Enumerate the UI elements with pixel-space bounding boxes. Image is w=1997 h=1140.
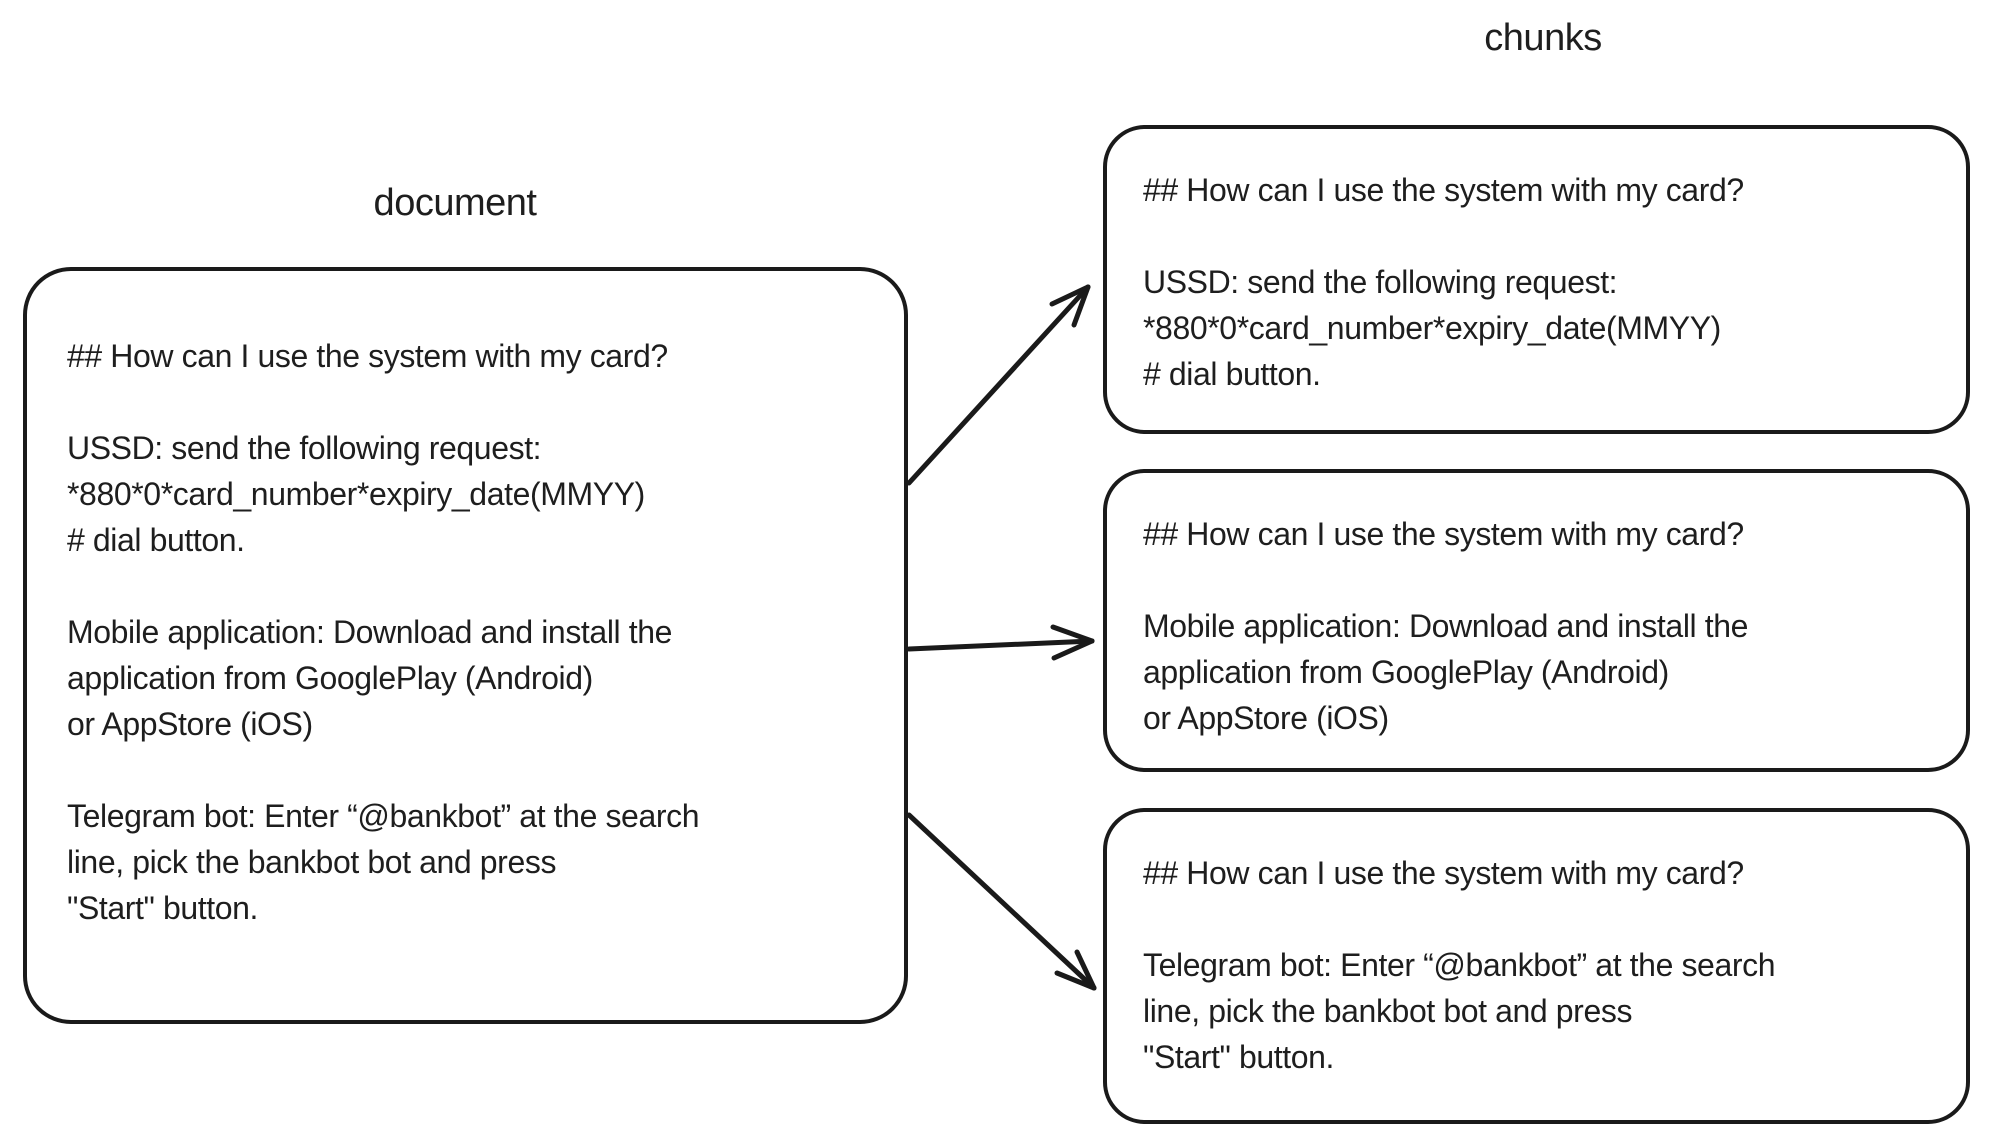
document-box: ## How can I use the system with my card… <box>23 267 908 1024</box>
document-label: document <box>373 182 537 224</box>
chunk-box-3: ## How can I use the system with my card… <box>1103 808 1970 1124</box>
arrow-document-to-chunk-3 <box>906 812 1097 991</box>
chunk-box-2: ## How can I use the system with my card… <box>1103 469 1970 772</box>
chunks-label: chunks <box>1484 17 1602 59</box>
chunk-text-1: ## How can I use the system with my card… <box>1143 172 1744 392</box>
arrow-document-to-chunk-1 <box>906 284 1091 486</box>
document-text: ## How can I use the system with my card… <box>67 338 700 926</box>
chunk-box-1: ## How can I use the system with my card… <box>1103 125 1970 434</box>
arrow-document-to-chunk-2 <box>906 624 1095 661</box>
chunk-text-3: ## How can I use the system with my card… <box>1143 855 1776 1075</box>
chunk-text-2: ## How can I use the system with my card… <box>1143 516 1749 736</box>
